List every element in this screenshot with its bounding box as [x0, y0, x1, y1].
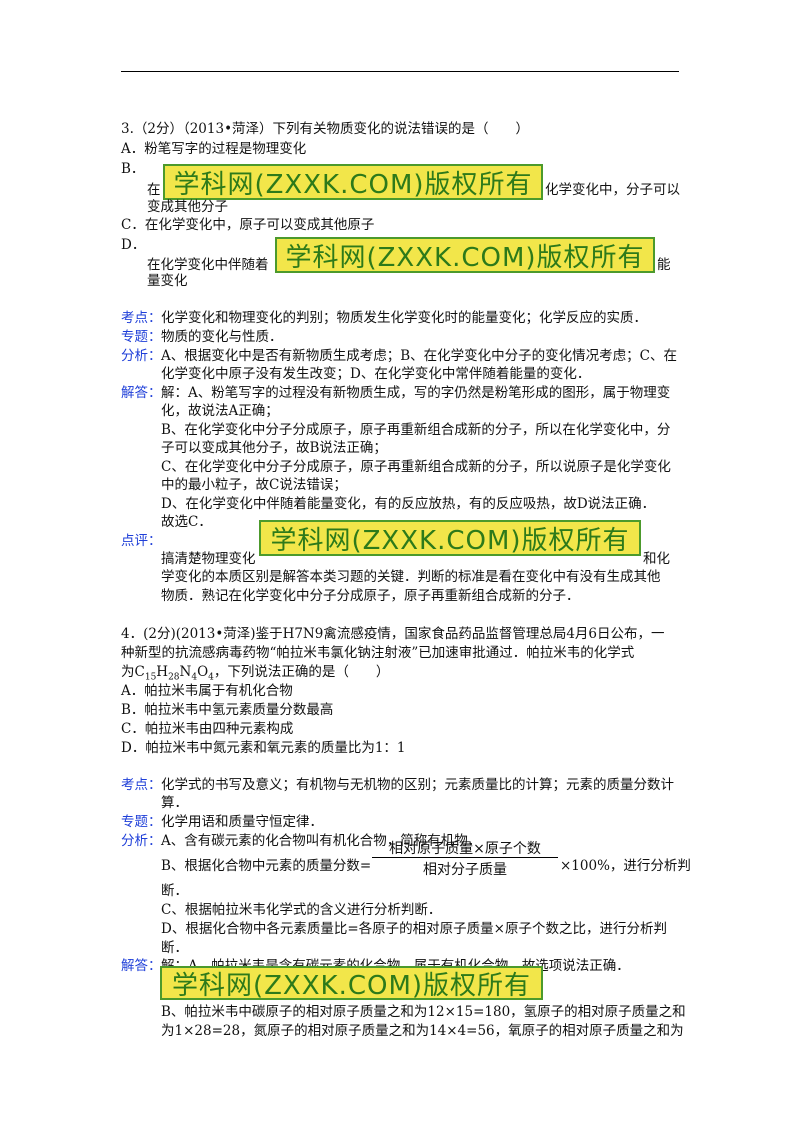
q3-jieda-line: C、在化学变化中分子分成原子，原子再重新组合成新的分子，所以说原子是化学变化: [161, 459, 671, 475]
q3-kaodian-label: 考点：: [121, 310, 162, 326]
q3-kaodian: 化学变化和物理变化的判别；物质发生化学变化时的能量变化；化学反应的实质．: [161, 310, 647, 326]
q4-fenxi-formula-post: ×100%，进行分析判: [560, 858, 691, 874]
q4-jieda-line: B、帕拉米韦中碳原子的相对原子质量之和为12×15=180，氢原子的相对原子质量…: [161, 1004, 686, 1020]
formula-subscript: 4: [208, 672, 214, 683]
q3-jieda-label: 解答：: [121, 385, 162, 401]
q4-stem: 4．(2分)(2013•菏泽)鉴于H7N9禽流感疫情，国家食品药品监督管理总局4…: [121, 626, 665, 642]
q3-option-a: A．粉笔写字的过程是物理变化: [121, 141, 307, 157]
q3-dianping-label: 点评：: [121, 533, 162, 549]
q3-jieda-line: 化，故说法A正确；: [161, 403, 279, 419]
q4-kaodian-line: 算．: [161, 795, 188, 811]
q3-jieda-line: 解：A、粉笔写字的过程没有新物质生成，写的字仍然是粉笔形成的图形，属于物理变: [161, 385, 671, 401]
formula-element: O: [197, 664, 209, 680]
q3-fenxi-label: 分析：: [121, 348, 162, 364]
watermark-logo: 学科网(ZXXK.COM)版权所有: [259, 520, 641, 556]
fraction-bar: [372, 857, 558, 858]
q3-fenxi-line: 化学变化中原子没有发生改变；D、在化学变化中常伴随着能量的变化．: [161, 366, 591, 382]
q4-stem-pre: 为C: [121, 664, 145, 680]
formula-element: N: [179, 664, 192, 680]
q4-kaodian-label: 考点：: [121, 777, 162, 793]
q4-option-d: D．帕拉米韦中氮元素和氧元素的质量比为1：1: [121, 740, 406, 756]
q4-fenxi-line: C、根据帕拉米韦化学式的含义进行分析判断．: [161, 902, 442, 918]
q4-stem-post: ，下列说法正确的是（ ）: [213, 664, 390, 680]
q3-jieda-line: 子可以变成其他分子，故B说法正确；: [161, 440, 387, 456]
q4-zhuanti-label: 专题：: [121, 814, 162, 830]
q3-jieda-line: 中的最小粒子，故C说法错误；: [161, 477, 347, 493]
q4-fenxi-label: 分析：: [121, 833, 162, 849]
q3-dianping-pre: 搞清楚物理变化: [161, 551, 256, 567]
q3-dianping-line: 物质．熟记在化学变化中分子分成原子，原子再重新组合成新的分子．: [161, 588, 580, 604]
q3-zhuanti-label: 专题：: [121, 329, 162, 345]
q4-stem: 种新型的抗流感病毒药物“帕拉米韦氯化钠注射液”已加速审批通过．帕拉米韦的化学式: [121, 645, 635, 661]
q3-fenxi-line: A、根据变化中是否有新物质生成考虑；B、在化学变化中分子的变化情况考虑；C、在: [161, 348, 677, 364]
q4-jieda-line: 为1×28=28，氮原子的相对原子质量之和为14×4=56，氧原子的相对原子质量…: [161, 1023, 684, 1039]
q4-fenxi-line: A、含有碳元素的化合物叫有机化合物，简称有机物．: [161, 833, 482, 849]
watermark-logo: 学科网(ZXXK.COM)版权所有: [160, 966, 543, 1001]
formula-subscript: 4: [191, 672, 198, 683]
q3-option-b-pre: 在: [147, 182, 161, 198]
fraction-numerator: 相对原子质量×原子个数: [389, 841, 541, 857]
mass-fraction-formula: 相对原子质量×原子个数 相对分子质量: [372, 838, 558, 880]
q4-fenxi-line: D、根据化合物中各元素质量比=各原子的相对原子质量×原子个数之比，进行分析判: [161, 921, 667, 937]
q3-option-d-post: 能: [657, 257, 671, 273]
q4-fenxi-line: 断．: [161, 883, 188, 899]
q3-dianping-post: 和化: [643, 551, 670, 567]
q3-zhuanti: 物质的变化与性质．: [161, 329, 283, 345]
q4-jieda-label: 解答：: [121, 958, 162, 974]
q4-fenxi-line: 断．: [161, 940, 188, 956]
watermark-logo: 学科网(ZXXK.COM)版权所有: [275, 237, 655, 273]
q3-option-b-line2: 变成其他分子: [147, 199, 228, 215]
formula-subscript: 15: [144, 672, 157, 683]
formula-element: H: [156, 664, 169, 680]
q3-option-b-post: 化学变化中，分子可以: [545, 182, 680, 198]
formula-subscript: 28: [168, 672, 180, 683]
q3-stem: 3.（2分）（2013•菏泽）下列有关物质变化的说法错误的是（ ）: [121, 121, 530, 137]
header-rule: [121, 71, 679, 72]
q4-stem-formula-line: 为C15H28N4O4，下列说法正确的是（ ）: [121, 663, 389, 687]
fraction-denominator: 相对分子质量: [423, 862, 507, 878]
q3-dianping-line: 学变化的本质区别是解答本类习题的关键．判断的标准是看在变化中有没有生成其他: [161, 569, 661, 585]
watermark-logo: 学科网(ZXXK.COM)版权所有: [163, 164, 543, 200]
q3-option-d-pre: 在化学变化中伴随着: [147, 257, 269, 273]
q3-jieda-line: D、在化学变化中伴随着能量变化，有的反应放热，有的反应吸热，故D说法正确．: [161, 496, 656, 512]
q4-option-c: C．帕拉米韦由四种元素构成: [121, 721, 294, 737]
q3-jieda-line: 故选C．: [161, 514, 212, 530]
q3-option-d-label: D．: [121, 237, 146, 253]
q3-option-d-line2: 量变化: [147, 273, 188, 289]
q4-kaodian-line: 化学式的书写及意义；有机物与无机物的区别；元素质量比的计算；元素的质量分数计: [161, 777, 674, 793]
q3-jieda-line: B、在化学变化中分子分成原子，原子再重新组合成新的分子，所以在化学变化中，分: [161, 422, 671, 438]
q3-option-c: C．在化学变化中，原子可以变成其他原子: [121, 217, 375, 233]
q4-zhuanti: 化学用语和质量守恒定律．: [161, 814, 323, 830]
q4-fenxi-formula-pre: B、根据化合物中元素的质量分数=: [161, 858, 372, 874]
q3-option-b-label: B．: [121, 161, 145, 177]
q4-option-a: A．帕拉米韦属于有机化合物: [121, 683, 293, 699]
q4-option-b: B．帕拉米韦中氢元素质量分数最高: [121, 702, 334, 718]
